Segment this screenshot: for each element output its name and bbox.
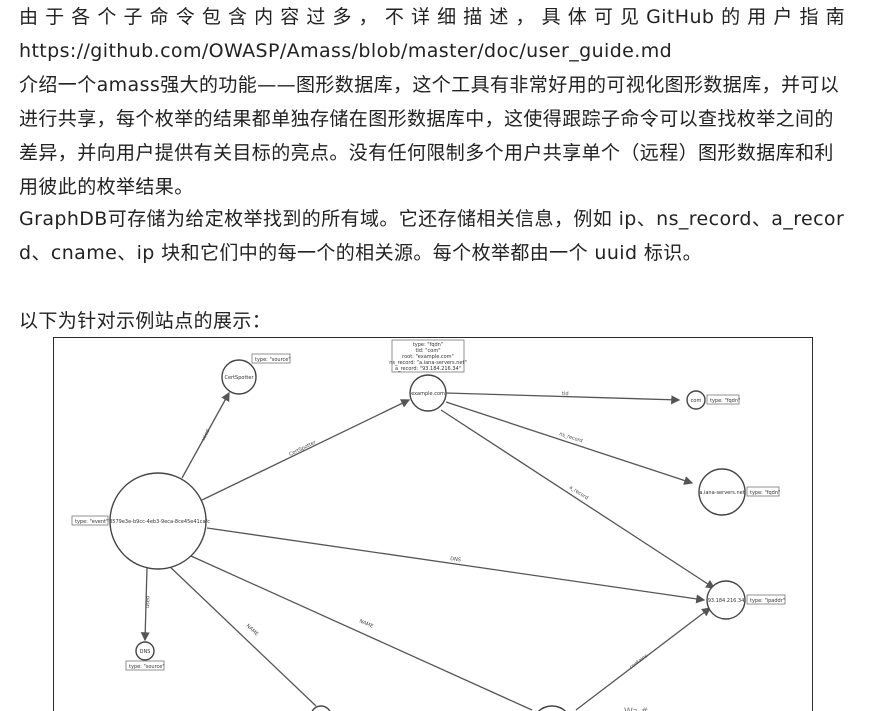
edge-certspotter-example (201, 399, 411, 501)
node-certspotter-tag: type: "source" (255, 357, 291, 363)
edge-label-contains: contains (629, 653, 650, 671)
node-com (686, 390, 706, 410)
node-example-com-tag-line-2: tld: "com" (415, 348, 440, 354)
node-example-com-label: example.com (411, 391, 445, 397)
edge-label-name-2: NAME (358, 618, 374, 629)
node-partial-bottom-left (311, 705, 331, 711)
node-dns-source-label: DNS (140, 649, 151, 655)
node-iana-servers-tag-box (746, 486, 780, 497)
edge-contains (575, 607, 712, 711)
node-example-com-tag-line-5: a_record: "93.184.216.34" (395, 366, 461, 372)
edge-name-2 (190, 555, 533, 711)
github-user-guide-link[interactable]: https://github.com/OWASP/Amass/blob/mast… (19, 40, 673, 62)
node-certspotter-label: CertSpotter (224, 375, 254, 381)
node-example-com-tag-line-4: ns_record: "a.iana-servers.net" (389, 360, 467, 366)
node-dns-source-tag-box (125, 660, 165, 671)
node-example-com (409, 374, 447, 412)
edge-dns (206, 527, 706, 604)
node-event-tag: type: "event" (75, 519, 108, 525)
node-example-com-tag-box (391, 339, 465, 373)
node-dns-source (135, 641, 155, 661)
edge-tld (445, 392, 681, 405)
graph-database-figure: used CertSpotter tld ns_record a_record … (53, 337, 813, 711)
edge-label-name-1: NAME (245, 623, 260, 637)
edge-label-ns-record: ns_record (558, 431, 583, 444)
edge-label-dns: DNS (450, 556, 461, 563)
node-com-label: com (691, 398, 702, 404)
node-partial-bottom-center (537, 705, 567, 711)
node-ip-address-tag-box (746, 594, 786, 605)
node-certspotter (221, 359, 257, 395)
node-ip-address-tag: type: "ipaddr" (750, 598, 785, 604)
graph-diagram: used CertSpotter tld ns_record a_record … (71, 339, 786, 711)
node-example-com-tag-line-3: root: "example.com" (402, 354, 454, 360)
node-com-tag: type: "fqdn" (710, 398, 740, 404)
node-event-tag-box (71, 515, 109, 526)
node-event-label: 73579e3e-b9cc-4eb3-9eca-8ce45e41cafc (106, 519, 210, 525)
edge-label-certspotter: CertSpotter (288, 439, 318, 458)
edge-label-tld: tld (562, 391, 569, 397)
paragraph-example-caption: 以下为针对示例站点的展示： (19, 310, 272, 332)
node-iana-servers-label: a.iana-servers.net (699, 490, 744, 496)
paragraph-graphdb-details: GraphDB可存储为给定枚举找到的所有域。它还存储相关信息，例如 ip、ns_… (19, 208, 845, 264)
node-event (109, 472, 207, 570)
paragraph-intro-text: 由于各个子命令包含内容过多，不详细描述，具体可见GitHub的用户指南 (19, 6, 845, 28)
node-dns-source-tag: type: "source" (129, 664, 165, 670)
edge-label-used-bottom: used (145, 596, 151, 608)
node-iana-servers (698, 468, 746, 516)
node-ip-address-label: 93.184.216.34 (708, 598, 745, 604)
paragraph-intro: 由于各个子命令包含内容过多，不详细描述，具体可见GitHub的用户指南 http… (19, 0, 845, 68)
edge-used-certspotter (181, 391, 230, 479)
edge-label-used-top: used (200, 428, 211, 441)
node-ip-address (706, 580, 746, 620)
node-example-com-tag-line-1: type: "fqdn" (413, 342, 443, 348)
node-com-tag-box (706, 394, 740, 405)
node-certspotter-tag-box (251, 353, 291, 364)
node-iana-servers-tag: type: "fqdn" (750, 490, 780, 496)
edge-used-dns (140, 567, 150, 642)
edge-ns-record (445, 401, 694, 485)
edge-label-a-record: a_record (568, 485, 589, 502)
edge-name-1 (166, 563, 317, 707)
paragraph-graph-db-intro: 介绍一个amass强大的功能——图形数据库，这个工具有非常好用的可视化图形数据库… (19, 74, 840, 198)
figure-watermark: Wa # (624, 707, 648, 711)
edge-a-record (440, 409, 716, 589)
